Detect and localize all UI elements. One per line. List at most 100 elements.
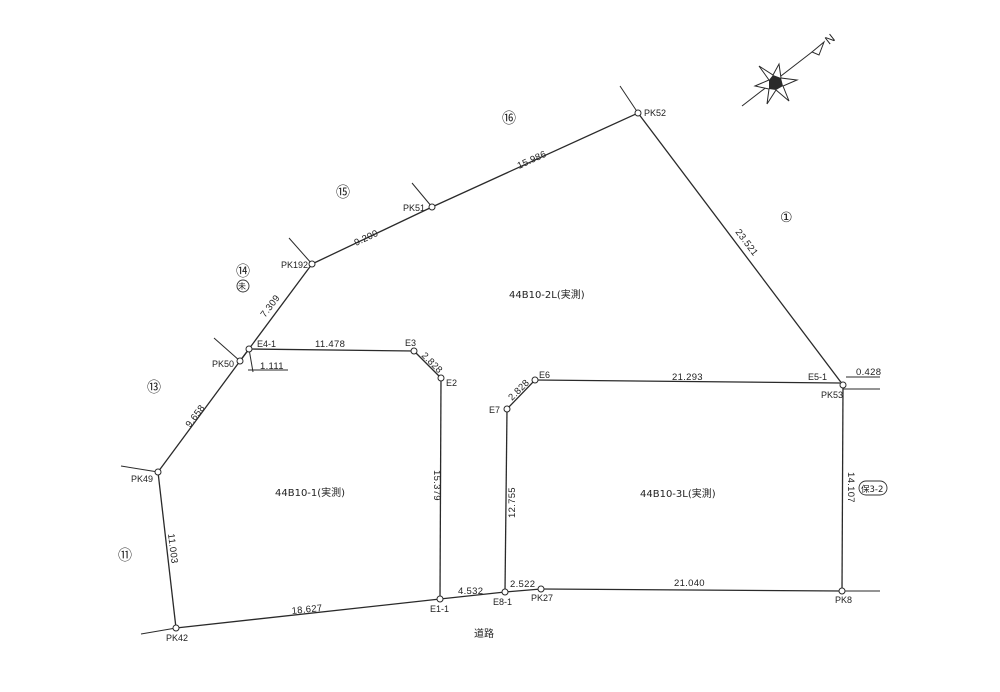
dist-pk8-pk53: 14.107 bbox=[845, 472, 856, 503]
point-pk52 bbox=[634, 109, 642, 117]
neighbor-14: ⑭ bbox=[236, 264, 250, 280]
line-pk42-e1-1 bbox=[175, 598, 441, 629]
dist-pk53-pk52: 23.521 bbox=[733, 227, 760, 258]
point-pk50 bbox=[236, 357, 244, 365]
line-pk49-pk42 bbox=[157, 471, 177, 629]
north-pointer-icon bbox=[811, 40, 826, 56]
point-e6 bbox=[531, 376, 539, 384]
dist-pk49-pk42: 11.003 bbox=[165, 533, 180, 564]
point-e8-1 bbox=[501, 588, 509, 596]
dist-e7-e8-1: 12.755 bbox=[507, 487, 518, 518]
dist-pk52-pk51: 15.986 bbox=[516, 149, 549, 172]
point-e3 bbox=[410, 347, 418, 355]
neighbor-16: ⑯ bbox=[502, 111, 516, 127]
line-e2-e1-1 bbox=[439, 377, 442, 600]
line-pk8-pk53 bbox=[841, 384, 844, 592]
line-e4-1-e3 bbox=[248, 348, 415, 352]
point-pk8 bbox=[838, 587, 846, 595]
dist-e2-e1-1: 15.379 bbox=[431, 470, 442, 501]
neighbor-14b: 未 bbox=[238, 281, 246, 291]
tick-pk51 bbox=[411, 182, 433, 208]
dist-pk50-offset: 1.111 bbox=[260, 361, 284, 372]
label-e1-1: E1-1 bbox=[430, 604, 449, 614]
tick-pk52 bbox=[619, 85, 639, 114]
point-pk42 bbox=[172, 624, 180, 632]
line-e3-e2 bbox=[413, 350, 442, 379]
label-e7: E7 bbox=[489, 405, 500, 415]
line-e7-e6 bbox=[506, 379, 536, 410]
boundary-lines bbox=[157, 112, 880, 629]
neighbor-11: ⑪ bbox=[118, 548, 132, 564]
dist-e6-e5-1: 21.293 bbox=[672, 372, 703, 383]
line-e6-e5-1 bbox=[534, 379, 841, 384]
line-pk192-pk50 bbox=[239, 263, 313, 362]
label-pk52: PK52 bbox=[644, 108, 666, 118]
point-e1-1 bbox=[436, 595, 444, 603]
point-e4-1 bbox=[245, 345, 253, 353]
dist-pk27-pk8: 21.040 bbox=[674, 578, 705, 589]
neighbor-right: 保3-2 bbox=[861, 484, 883, 495]
line-pk52-pk51 bbox=[431, 112, 639, 208]
point-pk192 bbox=[308, 260, 316, 268]
point-pk51 bbox=[428, 203, 436, 211]
extension-ticks bbox=[120, 85, 880, 635]
label-pk49: PK49 bbox=[131, 474, 153, 484]
survey-points bbox=[154, 109, 847, 632]
dist-pk42-e1-1: 18.627 bbox=[291, 603, 323, 617]
label-e5-1: E5-1 bbox=[808, 372, 827, 382]
dist-pk50-pk49: 9.658 bbox=[184, 403, 208, 430]
dist-pk51-pk192: 9.200 bbox=[353, 228, 381, 249]
dist-pk192-pk50: 7.309 bbox=[259, 293, 283, 320]
neighbor-13: ⑬ bbox=[147, 380, 161, 396]
label-e8-1: E8-1 bbox=[493, 597, 512, 607]
parcel-label-44b10-2l: 44B10-2L(実測) bbox=[509, 288, 585, 301]
parcel-label-44b10-3l: 44B10-3L(実測) bbox=[640, 487, 716, 500]
point-pk27 bbox=[537, 585, 545, 593]
label-pk50: PK50 bbox=[212, 359, 234, 369]
label-e2: E2 bbox=[446, 378, 457, 388]
line-pk27-pk8 bbox=[540, 588, 843, 592]
tick-pk42 bbox=[140, 627, 177, 635]
dist-e8-1-pk27: 2.522 bbox=[510, 579, 535, 590]
tick-pk192 bbox=[288, 237, 313, 265]
label-pk42: PK42 bbox=[166, 633, 188, 643]
neighbor-right-box bbox=[858, 480, 888, 496]
point-e7 bbox=[503, 405, 511, 413]
neighbor-15: ⑮ bbox=[336, 185, 350, 201]
line-pk51-pk192 bbox=[311, 206, 433, 265]
line-e1-1-e8-1 bbox=[439, 591, 506, 600]
label-pk51: PK51 bbox=[403, 203, 425, 213]
line-e8-1-pk27 bbox=[504, 588, 542, 593]
label-e4-1: E4-1 bbox=[257, 339, 276, 349]
neighbor-1: ① bbox=[780, 210, 793, 226]
point-pk49 bbox=[154, 468, 162, 476]
north-arrow-icon: N bbox=[741, 31, 838, 107]
dist-e4-1-e3: 11.478 bbox=[315, 339, 345, 350]
north-label: N bbox=[822, 31, 837, 47]
point-labels: PK52 PK51 PK192 E4-1 PK50 E3 E2 PK49 PK4… bbox=[131, 108, 852, 643]
line-pk53-pk52 bbox=[637, 112, 844, 386]
neighbor-14b-circle bbox=[236, 279, 250, 293]
label-pk8: PK8 bbox=[835, 595, 852, 605]
point-pk53 bbox=[839, 381, 847, 389]
tick-pk50 bbox=[213, 337, 241, 362]
neighbor-markers: ① ⑪ ⑬ ⑭ 未 ⑮ ⑯ 保3-2 bbox=[118, 111, 888, 564]
parcel-label-44b10-1: 44B10-1(実測) bbox=[275, 486, 345, 499]
label-pk27: PK27 bbox=[531, 593, 553, 603]
tick-pk49 bbox=[120, 465, 159, 473]
offset-tick-pk50 bbox=[248, 348, 254, 373]
label-pk192: PK192 bbox=[281, 260, 308, 270]
parcel-labels: 44B10-1(実測) 44B10-2L(実測) 44B10-3L(実測) bbox=[275, 288, 716, 500]
point-e2 bbox=[437, 374, 445, 382]
dist-e3-e2: 2.828 bbox=[419, 350, 445, 376]
label-e3: E3 bbox=[405, 338, 416, 348]
line-e8-1-e7 bbox=[504, 408, 508, 593]
label-pk53: PK53 bbox=[821, 390, 843, 400]
compass-star-inner-icon bbox=[769, 75, 783, 90]
dist-e1-1-e8-1: 4.532 bbox=[458, 586, 483, 597]
line-pk50-pk49 bbox=[157, 360, 241, 473]
dist-e7-e6: 2.828 bbox=[506, 377, 532, 403]
dist-e5-1-offset: 0.428 bbox=[856, 367, 881, 378]
label-e6: E6 bbox=[539, 370, 550, 380]
